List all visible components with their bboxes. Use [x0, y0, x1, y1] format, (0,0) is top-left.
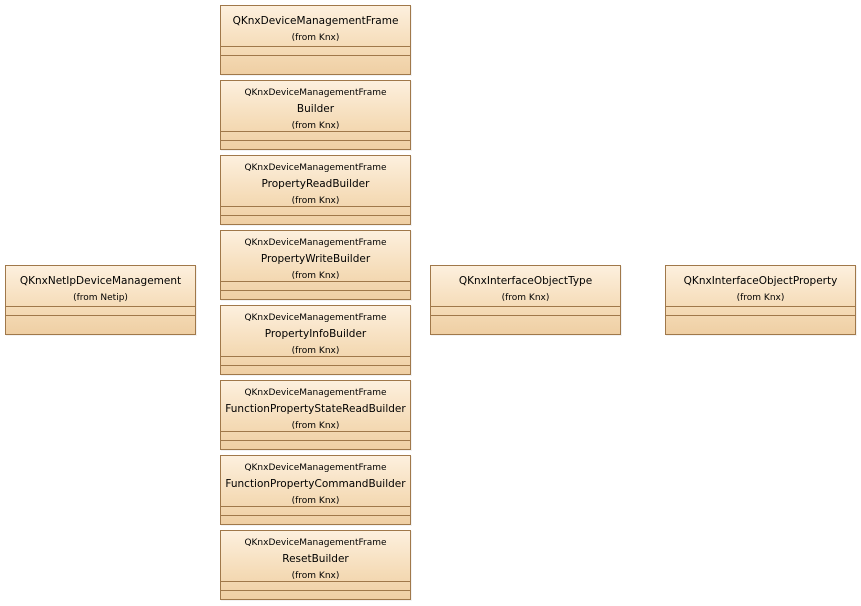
class-qknx-device-management-frame[interactable]: QKnxDeviceManagementFrame (from Knx) [220, 5, 411, 75]
class-origin: (from Knx) [291, 270, 340, 281]
class-origin: (from Knx) [291, 495, 340, 506]
class-qualifier: QKnxDeviceManagementFrame [244, 387, 387, 398]
attributes-compartment-divider [666, 306, 855, 307]
class-header: QKnxInterfaceObjectType (from Knx) [431, 266, 620, 312]
class-qualifier: QKnxDeviceManagementFrame [244, 312, 387, 323]
attributes-compartment-divider [6, 306, 195, 307]
class-origin: (from Knx) [501, 292, 550, 303]
operations-compartment-divider [221, 215, 410, 216]
attributes-compartment-divider [431, 306, 620, 307]
class-origin: (from Knx) [291, 345, 340, 356]
operations-compartment-divider [431, 315, 620, 316]
operations-compartment-divider [221, 515, 410, 516]
class-name: PropertyInfoBuilder [264, 327, 367, 340]
operations-compartment-divider [221, 365, 410, 366]
operations-compartment-divider [221, 440, 410, 441]
class-name: PropertyReadBuilder [261, 177, 370, 190]
attributes-compartment-divider [221, 46, 410, 47]
class-qualifier: QKnxDeviceManagementFrame [244, 537, 387, 548]
class-header: QKnxNetIpDeviceManagement (from Netip) [6, 266, 195, 312]
class-qknx-netip-device-management[interactable]: QKnxNetIpDeviceManagement (from Netip) [5, 265, 196, 335]
operations-compartment-divider [221, 140, 410, 141]
attributes-compartment-divider [221, 206, 410, 207]
class-name: PropertyWriteBuilder [260, 252, 371, 265]
class-origin: (from Knx) [291, 570, 340, 581]
operations-compartment-divider [221, 590, 410, 591]
attributes-compartment-divider [221, 356, 410, 357]
class-name: Builder [296, 102, 335, 115]
class-name: ResetBuilder [282, 552, 349, 565]
class-header: QKnxInterfaceObjectProperty (from Knx) [666, 266, 855, 312]
class-qknx-interface-object-property[interactable]: QKnxInterfaceObjectProperty (from Knx) [665, 265, 856, 335]
class-name: QKnxInterfaceObjectProperty [683, 274, 838, 287]
class-origin: (from Netip) [73, 292, 128, 303]
class-qknx-interface-object-type[interactable]: QKnxInterfaceObjectType (from Knx) [430, 265, 621, 335]
class-origin: (from Knx) [291, 420, 340, 431]
class-name: QKnxInterfaceObjectType [458, 274, 593, 287]
attributes-compartment-divider [221, 281, 410, 282]
attributes-compartment-divider [221, 431, 410, 432]
operations-compartment-divider [6, 315, 195, 316]
class-name: FunctionPropertyCommandBuilder [225, 477, 406, 490]
class-origin: (from Knx) [736, 292, 785, 303]
class-qualifier: QKnxDeviceManagementFrame [244, 87, 387, 98]
class-header: QKnxDeviceManagementFrame (from Knx) [221, 6, 410, 52]
operations-compartment-divider [666, 315, 855, 316]
class-origin: (from Knx) [291, 195, 340, 206]
operations-compartment-divider [221, 290, 410, 291]
class-origin: (from Knx) [291, 120, 340, 131]
class-qualifier: QKnxDeviceManagementFrame [244, 462, 387, 473]
attributes-compartment-divider [221, 131, 410, 132]
class-name: QKnxDeviceManagementFrame [232, 14, 399, 27]
class-qualifier: QKnxDeviceManagementFrame [244, 162, 387, 173]
operations-compartment-divider [221, 55, 410, 56]
attributes-compartment-divider [221, 581, 410, 582]
class-origin: (from Knx) [291, 32, 340, 43]
attributes-compartment-divider [221, 506, 410, 507]
class-qualifier: QKnxDeviceManagementFrame [244, 237, 387, 248]
class-name: QKnxNetIpDeviceManagement [19, 274, 182, 287]
class-name: FunctionPropertyStateReadBuilder [225, 402, 406, 415]
